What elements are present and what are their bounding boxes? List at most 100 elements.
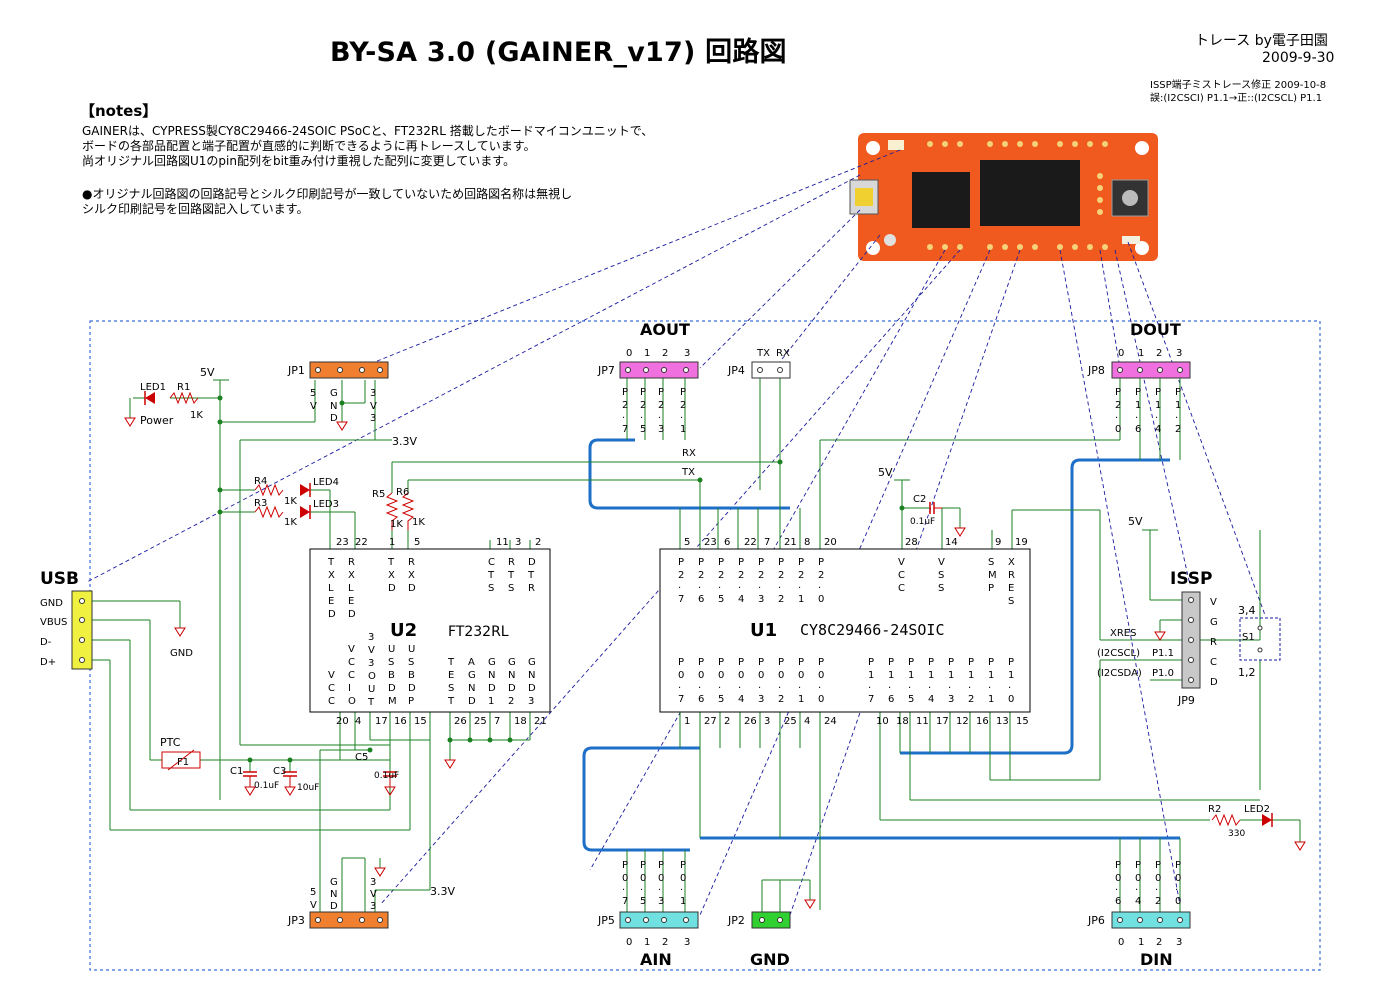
svg-text:N: N bbox=[508, 670, 515, 681]
svg-text:4: 4 bbox=[738, 594, 744, 605]
svg-text:.: . bbox=[1115, 410, 1118, 421]
svg-text:V: V bbox=[348, 644, 355, 655]
svg-text:16: 16 bbox=[976, 716, 989, 727]
svg-text:5: 5 bbox=[908, 694, 914, 705]
svg-text:4: 4 bbox=[1155, 424, 1161, 435]
note-line: 尚オリジナル回路図U1のpin配列をbit重み付け重視した配列に変更しています。 bbox=[82, 154, 516, 168]
svg-text:N: N bbox=[330, 889, 337, 900]
svg-text:22: 22 bbox=[355, 537, 368, 548]
jp9-ref: JP9 bbox=[1177, 694, 1195, 707]
svg-text:0: 0 bbox=[1175, 873, 1181, 884]
din-label: DIN bbox=[1140, 950, 1173, 969]
rx-net-label: RX bbox=[682, 448, 696, 459]
svg-text:20: 20 bbox=[824, 537, 837, 548]
svg-text:2: 2 bbox=[1156, 348, 1162, 359]
svg-text:2: 2 bbox=[718, 570, 724, 581]
svg-text:O: O bbox=[368, 671, 376, 682]
s1-pins-12: 1,2 bbox=[1238, 666, 1256, 679]
svg-text:1: 1 bbox=[798, 694, 804, 705]
note-line: GAINERは、CYPRESS製CY8C29466-24SOIC PSoCと、F… bbox=[82, 124, 654, 138]
svg-text:E: E bbox=[448, 670, 454, 681]
r6-ref: R6 bbox=[396, 487, 409, 498]
svg-text:18: 18 bbox=[514, 716, 527, 727]
r6-value: 1K bbox=[412, 517, 425, 528]
svg-text:2: 2 bbox=[758, 570, 764, 581]
svg-text:.: . bbox=[778, 680, 781, 691]
svg-text:2: 2 bbox=[778, 594, 784, 605]
svg-text:.: . bbox=[658, 882, 661, 893]
svg-text:A: A bbox=[468, 657, 475, 668]
svg-text:7: 7 bbox=[622, 424, 628, 435]
svg-text:P: P bbox=[680, 387, 686, 398]
svg-text:C: C bbox=[898, 570, 905, 581]
usb-pin-gnd: GND bbox=[40, 598, 63, 609]
svg-text:.: . bbox=[1135, 882, 1138, 893]
svg-text:4: 4 bbox=[738, 694, 744, 705]
svg-text:T: T bbox=[527, 570, 535, 581]
svg-text:D: D bbox=[330, 901, 338, 912]
svg-text:D: D bbox=[468, 696, 476, 707]
svg-text:P: P bbox=[680, 860, 686, 871]
trace-date: 2009-9-30 bbox=[1262, 50, 1335, 66]
svg-text:S: S bbox=[938, 570, 944, 581]
svg-text:D: D bbox=[528, 557, 536, 568]
svg-text:2: 2 bbox=[1115, 400, 1121, 411]
svg-text:N: N bbox=[468, 683, 475, 694]
5v-label-issp: 5V bbox=[1128, 515, 1143, 528]
svg-text:D: D bbox=[528, 683, 536, 694]
svg-text:0: 0 bbox=[818, 670, 824, 681]
svg-text:R: R bbox=[528, 583, 535, 594]
svg-text:.: . bbox=[1175, 410, 1178, 421]
svg-text:V: V bbox=[368, 645, 375, 656]
svg-text:P: P bbox=[948, 657, 954, 668]
svg-text:2: 2 bbox=[798, 570, 804, 581]
svg-text:0: 0 bbox=[680, 873, 686, 884]
svg-text:2: 2 bbox=[724, 716, 730, 727]
r5-ref: R5 bbox=[372, 489, 385, 500]
svg-text:1: 1 bbox=[988, 670, 994, 681]
svg-text:26: 26 bbox=[454, 716, 467, 727]
svg-text:P: P bbox=[988, 583, 994, 594]
svg-text:0: 0 bbox=[718, 670, 724, 681]
svg-text:25: 25 bbox=[784, 716, 797, 727]
svg-text:.: . bbox=[640, 882, 643, 893]
svg-text:.: . bbox=[658, 410, 661, 421]
svg-text:1: 1 bbox=[644, 348, 650, 359]
svg-text:14: 14 bbox=[945, 537, 958, 548]
svg-text:C: C bbox=[488, 557, 495, 568]
svg-text:S: S bbox=[1008, 596, 1014, 607]
svg-text:20: 20 bbox=[336, 716, 349, 727]
issp-label: ISSP bbox=[1170, 569, 1213, 589]
svg-text:P: P bbox=[928, 657, 934, 668]
svg-text:0: 0 bbox=[758, 670, 764, 681]
svg-text:.: . bbox=[678, 680, 681, 691]
svg-text:G: G bbox=[468, 670, 476, 681]
f1-ref: F1 bbox=[177, 757, 189, 768]
svg-text:1: 1 bbox=[1138, 937, 1144, 948]
r5-value: 1K bbox=[390, 519, 403, 530]
svg-text:2: 2 bbox=[778, 694, 784, 705]
svg-text:1: 1 bbox=[1135, 400, 1141, 411]
svg-text:8: 8 bbox=[804, 537, 810, 548]
svg-text:3: 3 bbox=[370, 877, 376, 888]
svg-text:V: V bbox=[310, 401, 317, 412]
svg-text:D: D bbox=[388, 583, 396, 594]
svg-text:P: P bbox=[908, 657, 914, 668]
svg-text:P: P bbox=[718, 657, 724, 668]
gnd-group-label: GND bbox=[750, 950, 790, 969]
svg-text:X: X bbox=[328, 570, 335, 581]
svg-text:1: 1 bbox=[908, 670, 914, 681]
svg-text:0: 0 bbox=[1008, 694, 1014, 705]
issp-pin-g: G bbox=[1210, 617, 1218, 628]
svg-text:5: 5 bbox=[684, 537, 690, 548]
power-label: Power bbox=[140, 414, 174, 427]
svg-text:0: 0 bbox=[1115, 873, 1121, 884]
svg-text:E: E bbox=[328, 596, 334, 607]
jp6-ref: JP6 bbox=[1087, 914, 1105, 927]
p10-label: P1.0 bbox=[1152, 668, 1174, 679]
ain-label: AIN bbox=[640, 950, 672, 969]
svg-text:1: 1 bbox=[798, 594, 804, 605]
svg-text:.: . bbox=[758, 580, 761, 591]
svg-text:V: V bbox=[938, 557, 945, 568]
svg-text:P: P bbox=[1115, 860, 1121, 871]
